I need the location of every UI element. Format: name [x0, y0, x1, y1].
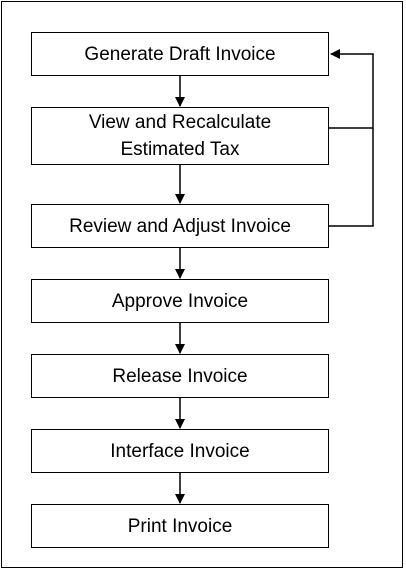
loop-review-to-generate — [329, 128, 374, 227]
step-print-invoice: Print Invoice — [31, 504, 329, 548]
step-approve-invoice: Approve Invoice — [31, 279, 329, 323]
loop-view-to-generate — [329, 49, 374, 129]
step-view-and-recalculate-estimated-tax: View and Recalculate Estimated Tax — [31, 107, 329, 165]
step-review-and-adjust-invoice: Review and Adjust Invoice — [31, 204, 329, 248]
step-interface-invoice: Interface Invoice — [31, 429, 329, 473]
step-generate-draft-invoice: Generate Draft Invoice — [31, 32, 329, 76]
step-release-invoice: Release Invoice — [31, 354, 329, 398]
